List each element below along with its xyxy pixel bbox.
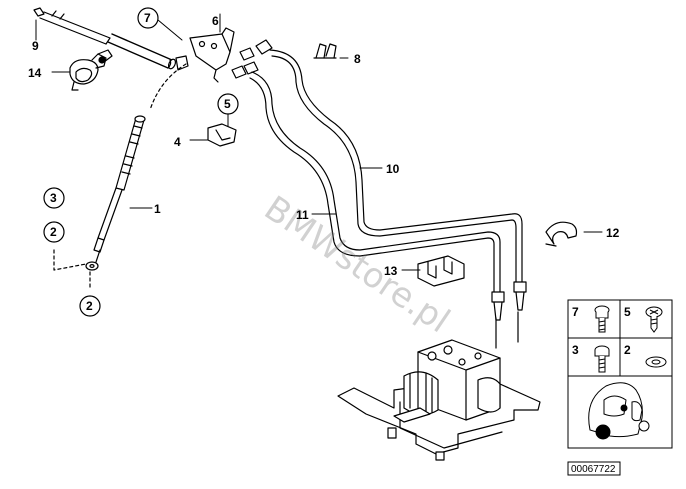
callout-10: 10 <box>386 162 400 176</box>
leader-dashed-left <box>53 249 87 271</box>
callout-4: 4 <box>174 135 181 149</box>
bolt-7-icon <box>594 305 610 333</box>
callout-2: 2 <box>50 225 57 239</box>
leader-dashed-top <box>149 63 187 111</box>
fastener-legend: 7 5 3 2 <box>567 299 673 449</box>
callout-12: 12 <box>606 226 620 240</box>
hose-top <box>107 33 189 71</box>
hydraulic-unit <box>337 311 541 461</box>
clip-part-8 <box>313 43 337 59</box>
brake-line-11 <box>249 71 501 293</box>
clamp-part-14 <box>69 49 113 91</box>
reference-number: 00067722 <box>571 464 616 475</box>
callout-1: 1 <box>154 202 161 216</box>
legend-label-2: 2 <box>624 343 631 357</box>
leader-lines <box>35 13 603 271</box>
clip-part-13 <box>417 255 465 287</box>
legend-label-7: 7 <box>572 305 579 319</box>
legend-label-5: 5 <box>624 305 631 319</box>
reference-box: 00067722 <box>567 461 621 476</box>
callout-2-lower: 2 <box>86 299 93 313</box>
legend-label-3: 3 <box>572 343 579 357</box>
car-location-icon <box>588 382 650 440</box>
holder-part-4 <box>207 123 237 147</box>
screw-5-icon <box>645 306 663 333</box>
circled-callouts: 7 5 3 2 2 <box>43 7 239 317</box>
callout-5: 5 <box>224 97 231 111</box>
bolt-3-icon <box>594 345 610 373</box>
pipe-part-9 <box>33 7 111 45</box>
clip-part-12 <box>545 221 578 247</box>
callout-13: 13 <box>384 264 398 278</box>
callout-8: 8 <box>354 52 361 66</box>
callout-6: 6 <box>212 14 219 28</box>
callout-7: 7 <box>144 11 151 25</box>
fittings-bracket <box>231 39 273 79</box>
callout-9: 9 <box>32 39 39 53</box>
callout-11: 11 <box>296 208 309 222</box>
line-end-fittings <box>491 281 527 321</box>
bracket-part-6 <box>189 27 235 83</box>
callout-14: 14 <box>28 66 42 80</box>
callout-3: 3 <box>50 191 57 205</box>
brake-line-10 <box>269 49 523 283</box>
washer-2-icon <box>645 356 667 368</box>
hose-part-1 <box>85 115 146 271</box>
callouts: 1 6 4 8 9 10 11 12 13 14 <box>28 14 620 278</box>
